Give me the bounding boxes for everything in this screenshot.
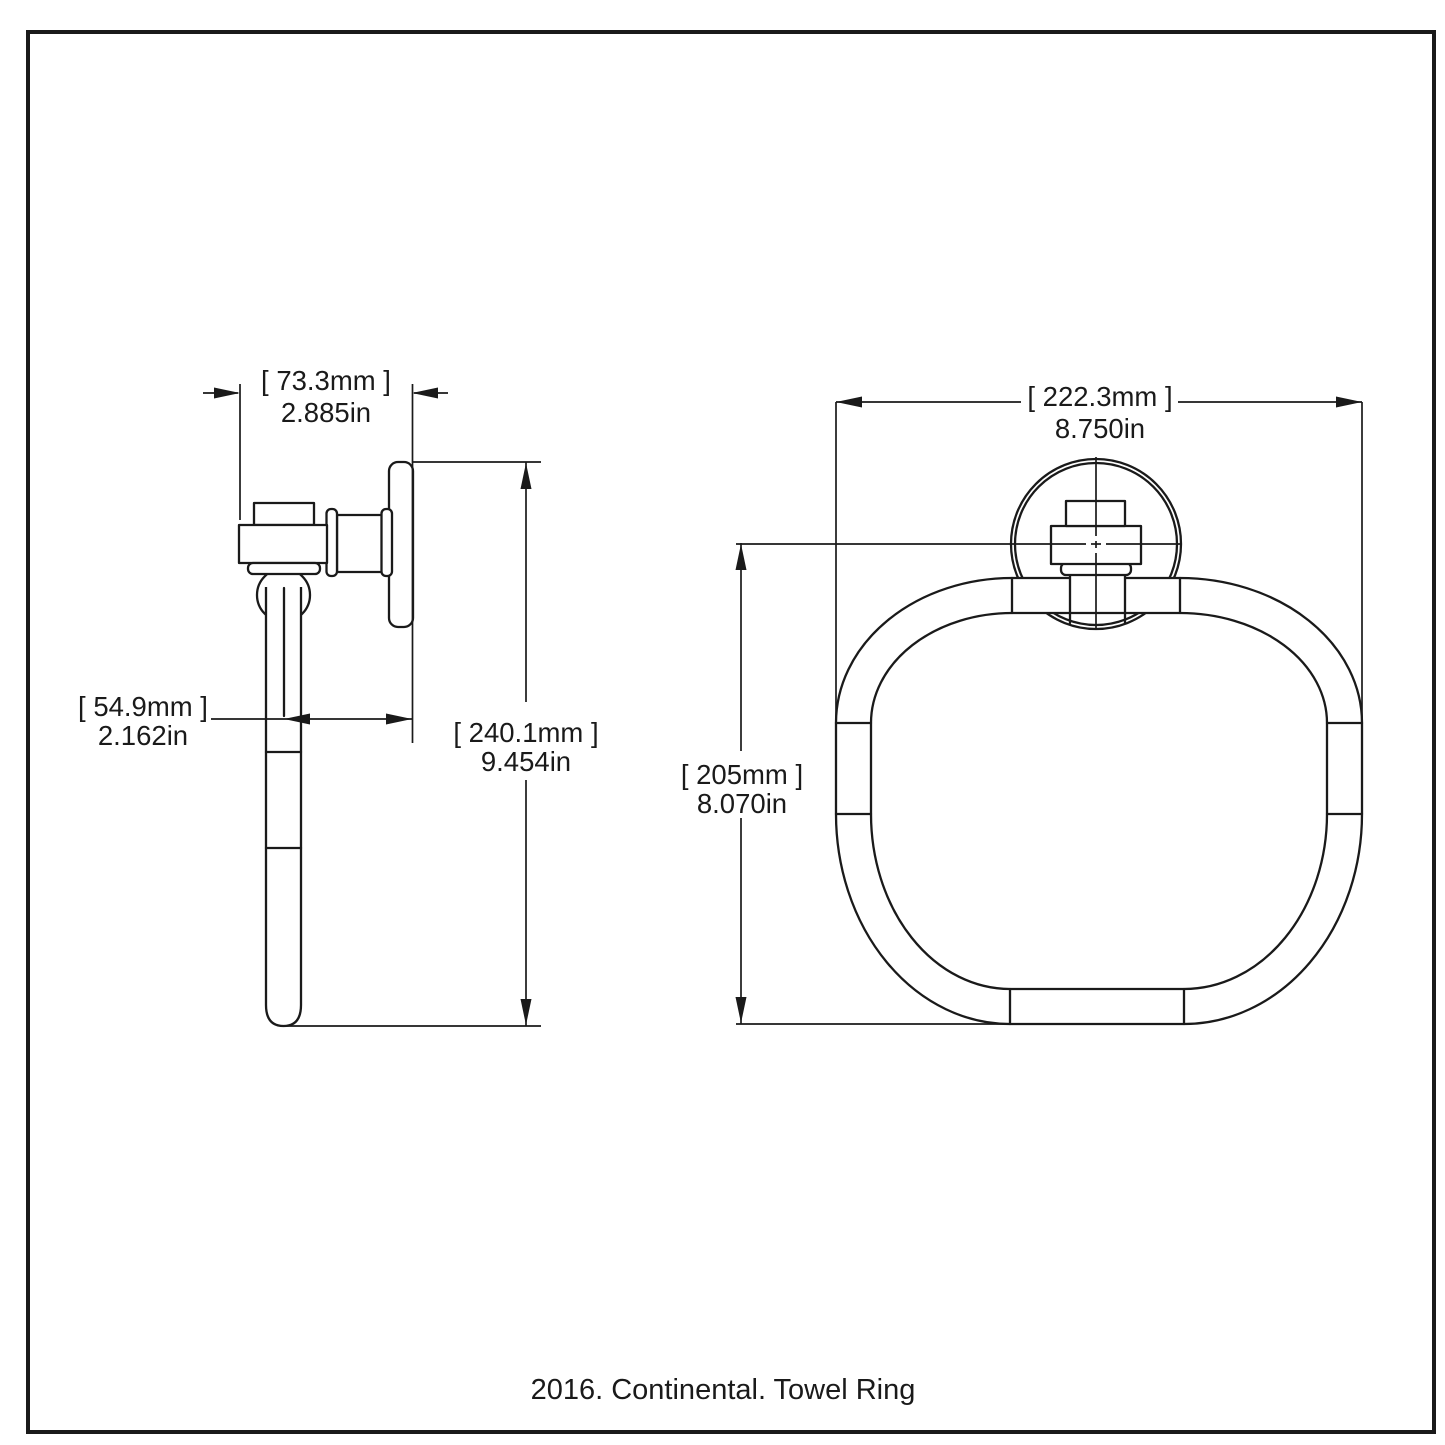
side-depth-in-label: 2.162in (98, 720, 188, 751)
front-width-dimension: [ 222.3mm ] 8.750in (835, 381, 1363, 727)
post-flange-rear (380, 507, 394, 578)
ring-segment-lines (834, 576, 1364, 1026)
side-height-in-label: 9.454in (481, 746, 571, 777)
side-width-in-label: 2.885in (281, 397, 371, 428)
stem-fill (1070, 572, 1125, 611)
side-depth-mm-label: [ 54.9mm ] (78, 691, 208, 722)
bracket-collar (246, 561, 322, 576)
front-width-in-label: 8.750in (1055, 413, 1145, 444)
bracket-cap (252, 501, 316, 527)
bracket-body (237, 523, 329, 565)
post-cylinder (335, 513, 384, 574)
side-width-mm-label: [ 73.3mm ] (261, 365, 391, 396)
arrowhead-right-icon (386, 713, 412, 725)
centerlines (736, 457, 1181, 630)
arrowhead-up-icon (735, 544, 747, 570)
arrowhead-down-icon (520, 999, 532, 1025)
side-height-mm-label: [ 240.1mm ] (453, 717, 598, 748)
front-height-mm-label: [ 205mm ] (681, 759, 803, 790)
arrowhead-up-icon (520, 463, 532, 489)
arrowhead-left-icon (412, 387, 438, 399)
drawing-border (26, 30, 1436, 1434)
front-height-in-label: 8.070in (697, 788, 787, 819)
side-depth-dimension: [ 54.9mm ] 2.162in (78, 691, 412, 751)
front-view: [ 222.3mm ] 8.750in [ 205mm ] 8.070in (681, 381, 1364, 1026)
towel-ring-front (834, 576, 1364, 1026)
front-width-mm-label: [ 222.3mm ] (1027, 381, 1172, 412)
drawing-caption: 2016. Continental. Towel Ring (531, 1374, 916, 1406)
front-height-dimension: [ 205mm ] 8.070in (681, 543, 1012, 1025)
arrowhead-down-icon (735, 997, 747, 1023)
arrowhead-right-icon (214, 387, 240, 399)
arrowhead-left-icon (284, 713, 310, 725)
arrowhead-left-icon (836, 396, 862, 408)
arrowhead-right-icon (1336, 396, 1362, 408)
side-height-dimension: [ 240.1mm ] 9.454in (287, 461, 599, 1027)
side-width-dimension: [ 73.3mm ] 2.885in (203, 365, 448, 743)
ring-tube-profile (264, 587, 303, 1028)
side-view: [ 73.3mm ] 2.885in [ 54.9mm ] 2.162in [ … (78, 365, 599, 1028)
